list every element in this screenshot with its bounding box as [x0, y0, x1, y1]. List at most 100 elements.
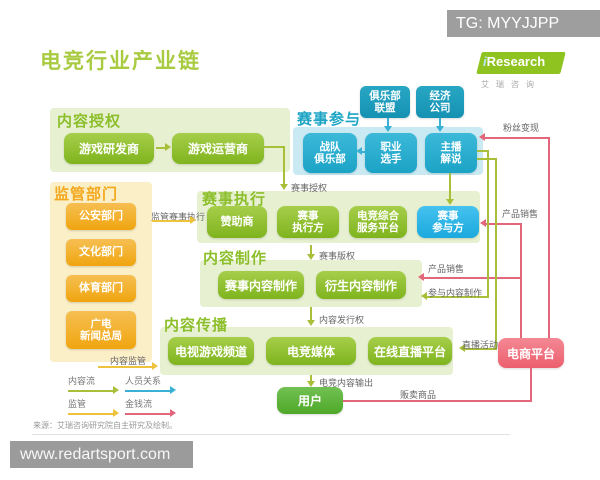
line-event-license-h [264, 146, 285, 148]
line-product-sales-mid [424, 277, 521, 279]
arrowhead-alliance-to-player [384, 126, 392, 132]
arrowhead-fan-monetization [479, 133, 485, 141]
line-alliance-to-player [387, 118, 389, 127]
legend-line-money-flow [125, 413, 171, 415]
node-ecommerce-platform: 电商平台 [498, 338, 564, 368]
line-event-license-v [283, 146, 285, 185]
node-esports-service-platform: 电竞综合 服务平台 [349, 206, 407, 238]
url-watermark: www.redartsport.com [10, 441, 193, 468]
legend-label-content-flow: 内容流 [68, 376, 96, 386]
legend-arrow-supervision [113, 409, 119, 417]
line-fan-monetization-v [548, 137, 550, 338]
line-sell-goods-v [530, 368, 532, 401]
edge-label-live-events: 直播活动 [462, 340, 499, 350]
node-event-participant: 赛事 参与方 [417, 206, 479, 238]
line-live-events-v [495, 158, 497, 350]
line-participate-production-h2 [427, 296, 489, 298]
iresearch-chinese-name: 艾瑞咨询 [481, 80, 541, 89]
logo-i: i [483, 54, 487, 69]
section-label-event-participation: 赛事参与 [297, 111, 362, 128]
line-content-output [310, 375, 312, 382]
line-product-sales-top-v [520, 223, 522, 338]
arrowhead-publish-right [307, 320, 315, 326]
node-culture-dept: 文化部门 [66, 239, 136, 266]
line-fan-monetization-h [485, 137, 550, 139]
section-label-regulators: 监管部门 [54, 186, 119, 203]
iresearch-logo: iResearch [483, 54, 545, 69]
node-team-club: 战队 俱乐部 [303, 133, 357, 173]
node-game-operator: 游戏运营商 [172, 133, 264, 164]
node-user: 用户 [277, 387, 343, 414]
arrowhead-event-copyright [307, 254, 315, 260]
legend-line-person-relation [125, 390, 171, 392]
line-participate-production-h1 [477, 150, 489, 152]
legend-arrow-person-relation [170, 386, 176, 394]
edge-label-event-copyright: 赛事版权 [319, 251, 356, 261]
node-event-executor: 赛事 执行方 [277, 206, 339, 238]
page-title: 电竞行业产业链 [40, 50, 201, 73]
legend-line-content-flow [68, 390, 114, 392]
telegram-watermark: TG: MYYJJPP [447, 10, 600, 37]
node-esports-media: 电竞媒体 [266, 337, 356, 365]
line-live-events-h2 [465, 348, 497, 350]
logo-rest: Research [486, 54, 546, 69]
line-event-copyright [310, 245, 312, 255]
arrowhead-product-sales-top [480, 219, 486, 227]
arrowhead-agency-to-streamer [436, 126, 444, 132]
section-label-event-execution: 赛事执行 [202, 191, 267, 208]
legend-line-supervision [68, 413, 114, 415]
edge-label-supervise-execution: 监管赛事执行 [151, 212, 206, 222]
edge-label-sell-goods: 贩卖商品 [400, 390, 437, 400]
node-live-streaming-platform: 在线直播平台 [368, 337, 452, 365]
source-note: 来源：艾瑞咨询研究院自主研究及绘制。 [33, 421, 177, 430]
legend-label-supervision: 监管 [68, 399, 87, 409]
node-derivative-content-production: 衍生内容制作 [316, 271, 406, 299]
node-game-developer: 游戏研发商 [64, 133, 154, 164]
edge-label-content-output: 电竞内容输出 [319, 378, 374, 388]
section-label-content-license: 内容授权 [57, 113, 122, 130]
node-event-content-production: 赛事内容制作 [218, 271, 304, 299]
line-player-to-club [361, 151, 365, 153]
section-label-content-distribution: 内容传播 [164, 317, 229, 334]
arrowhead-product-sales-mid [418, 273, 424, 281]
edge-label-product-sales-mid: 产品销售 [428, 264, 465, 274]
node-streamer-caster: 主播 解说 [425, 133, 477, 173]
line-agency-to-streamer [439, 118, 441, 127]
line-developer-to-operator [156, 147, 166, 149]
arrowhead-content-supervision [152, 362, 158, 370]
legend-label-person-relation: 人员关系 [125, 376, 162, 386]
edge-label-publish-right: 内容发行权 [319, 315, 365, 325]
line-publish-right [310, 307, 312, 321]
section-label-content-production: 内容制作 [203, 250, 268, 267]
line-streamer-to-participant [449, 173, 451, 200]
node-sponsor: 赞助商 [207, 206, 267, 238]
line-product-sales-top-h [486, 223, 522, 225]
edge-label-product-sales-top: 产品销售 [502, 209, 539, 219]
arrowhead-streamer-to-participant [446, 199, 454, 205]
node-public-security-dept: 公安部门 [66, 203, 136, 230]
arrowhead-content-output [307, 381, 315, 387]
legend-arrow-money-flow [170, 409, 176, 417]
legend-arrow-content-flow [113, 386, 119, 394]
arrowhead-event-license [280, 184, 288, 190]
node-club-alliance: 俱乐部 联盟 [360, 86, 410, 118]
line-participate-production-v [487, 150, 489, 298]
node-sports-dept: 体育部门 [66, 275, 136, 302]
edge-label-fan-monetization: 粉丝变现 [503, 123, 540, 133]
node-agency-company: 经济 公司 [416, 86, 464, 118]
arrowhead-developer-to-operator [165, 143, 171, 151]
line-sell-goods-h [343, 400, 532, 402]
node-pro-player: 职业 选手 [365, 133, 417, 173]
arrowhead-participate-production [421, 292, 427, 300]
legend-label-money-flow: 金钱流 [125, 399, 153, 409]
node-radio-tv-press-bureau: 广电 新闻总局 [66, 311, 136, 349]
divider-line [32, 434, 510, 435]
node-tv-game-channel: 电视游戏频道 [168, 337, 254, 365]
arrowhead-live-events [459, 344, 465, 352]
edge-label-event-license: 赛事授权 [291, 183, 328, 193]
line-supervise-execution [152, 220, 191, 222]
arrowhead-player-to-club [356, 147, 362, 155]
arrowhead-supervise-execution [190, 216, 196, 224]
line-content-supervision [98, 366, 153, 368]
